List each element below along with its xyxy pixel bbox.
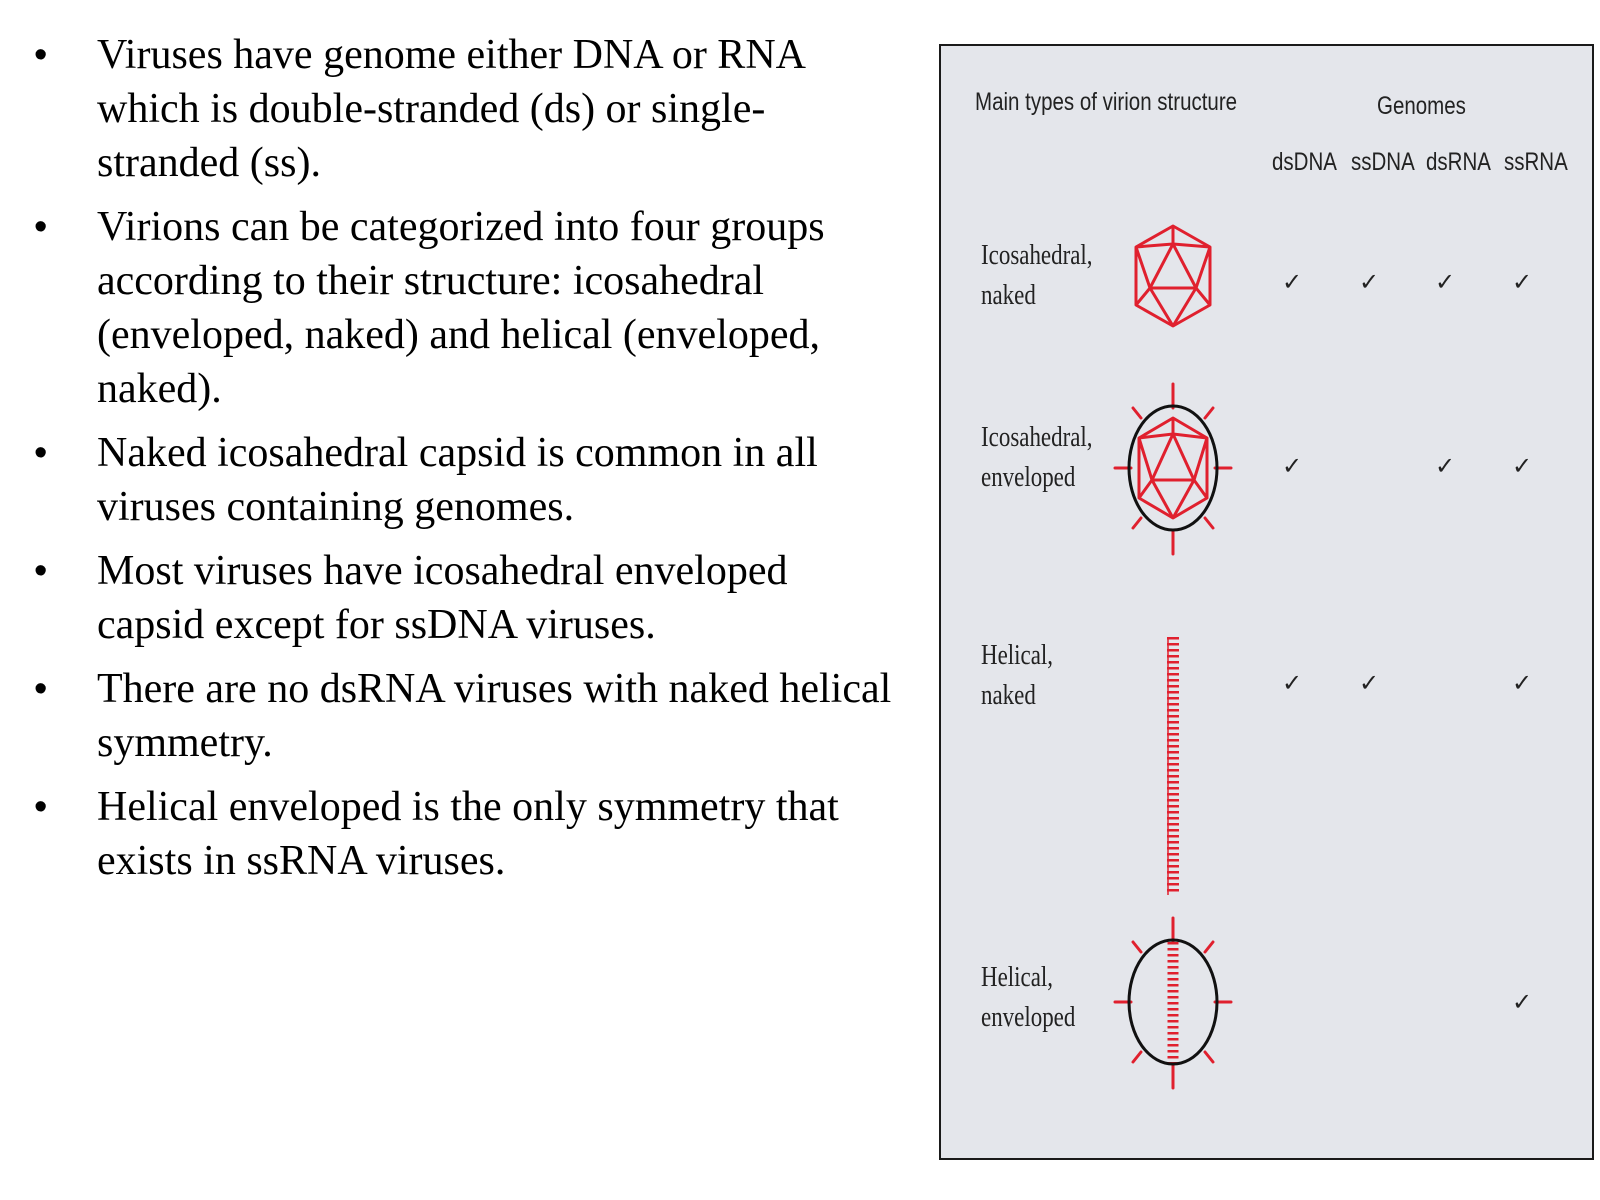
row-label-line: Helical, [981,640,1054,671]
row-label-helical-naked: Helical, naked [981,636,1053,716]
row-label-icosahedral-enveloped: Icosahedral, enveloped [981,418,1093,498]
bullet-text: Helical enveloped is the only symmetry t… [97,784,839,884]
bullet-dot: • [34,432,48,474]
helical-enveloped-icon [1113,916,1233,1090]
check-mark: ✓ [1434,268,1456,296]
bullet-item: • There are no dsRNA viruses with naked … [0,662,900,770]
icosahedral-naked-icon [1134,224,1212,328]
genomes-heading: Genomes [1377,92,1466,120]
row-label-line: naked [981,680,1036,711]
row-label-line: naked [981,280,1036,311]
check-mark: ✓ [1511,669,1533,697]
row-label-line: Icosahedral, [981,422,1093,453]
bullet-list: • Viruses have genome either DNA or RNA … [0,28,900,898]
bullet-item: • Virions can be categorized into four g… [0,200,900,416]
check-mark: ✓ [1511,988,1533,1016]
figure-heading: Main types of virion structure [975,88,1238,116]
row-label-line: enveloped [981,1002,1076,1033]
column-header-dsrna: dsRNA [1426,148,1491,176]
check-mark: ✓ [1281,268,1303,296]
column-header-ssrna: ssRNA [1504,148,1568,176]
bullet-dot: • [34,34,48,76]
check-mark: ✓ [1358,669,1380,697]
bullet-text: Most viruses have icosahedral enveloped … [97,548,788,648]
bullet-item: • Naked icosahedral capsid is common in … [0,426,900,534]
row-label-line: enveloped [981,462,1076,493]
icosahedral-enveloped-icon [1113,382,1233,556]
bullet-text: Viruses have genome either DNA or RNA wh… [97,32,804,186]
check-mark: ✓ [1358,268,1380,296]
check-mark: ✓ [1281,452,1303,480]
bullet-item: • Helical enveloped is the only symmetry… [0,780,900,888]
row-label-helical-enveloped: Helical, enveloped [981,958,1075,1038]
bullet-dot: • [34,786,48,828]
check-mark: ✓ [1511,452,1533,480]
bullet-item: • Viruses have genome either DNA or RNA … [0,28,900,190]
row-label-line: Icosahedral, [981,240,1093,271]
row-label-line: Helical, [981,962,1054,993]
row-label-icosahedral-naked: Icosahedral, naked [981,236,1093,316]
check-mark: ✓ [1434,452,1456,480]
check-mark: ✓ [1511,268,1533,296]
column-header-ssdna: ssDNA [1351,148,1415,176]
check-mark: ✓ [1281,669,1303,697]
virion-structure-figure: Main types of virion structure Genomes d… [939,44,1594,1160]
bullet-text: Naked icosahedral capsid is common in al… [97,430,818,530]
bullet-dot: • [34,668,48,710]
bullet-dot: • [34,550,48,592]
bullet-text: There are no dsRNA viruses with naked he… [97,666,892,766]
column-header-dsdna: dsDNA [1272,148,1337,176]
bullet-item: • Most viruses have icosahedral envelope… [0,544,900,652]
helical-naked-icon [1167,637,1179,895]
bullet-text: Virions can be categorized into four gro… [97,204,825,412]
bullet-dot: • [34,206,48,248]
